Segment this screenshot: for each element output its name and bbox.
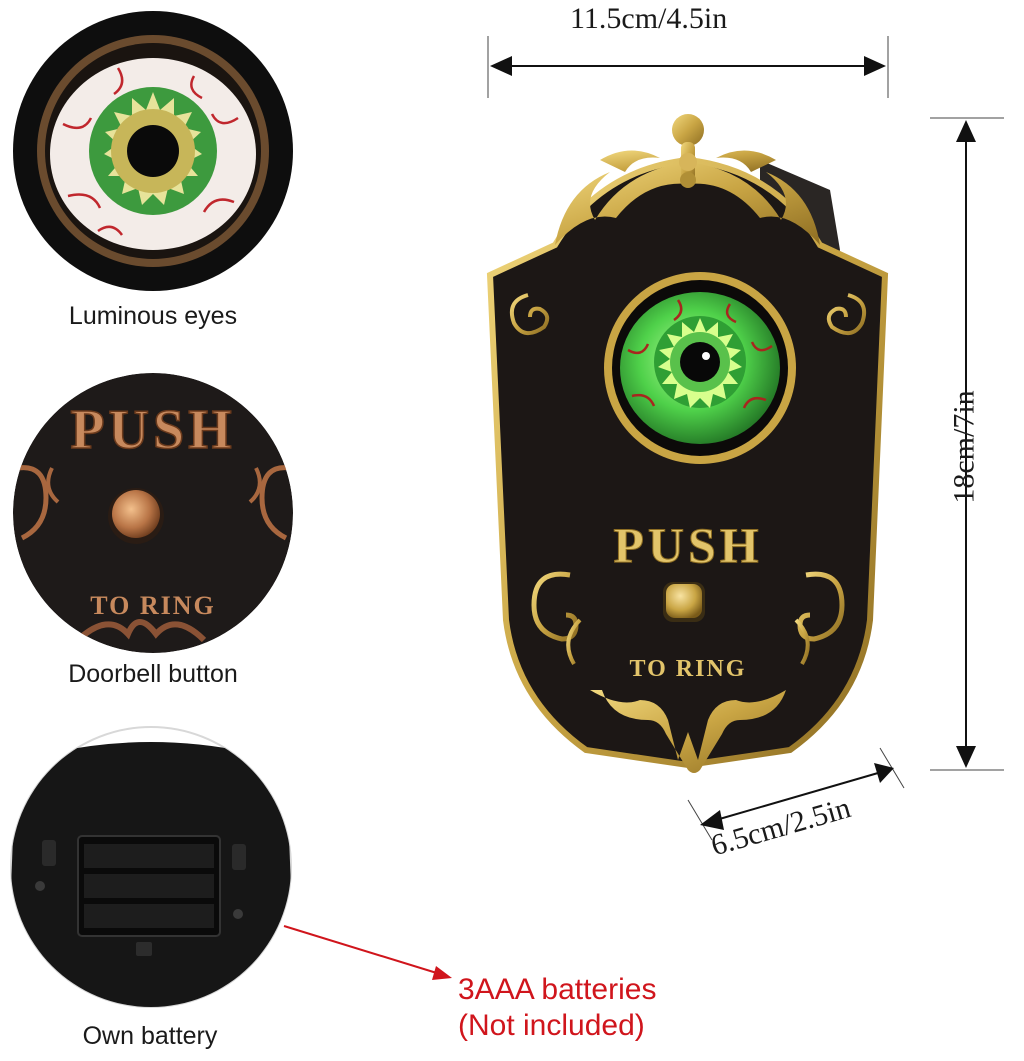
doorbell-push-button[interactable]: [663, 582, 705, 622]
height-dimension-label: 18cm/7in: [947, 390, 981, 504]
doorbell-button-detail: [13, 373, 293, 653]
luminous-eye-detail: [13, 11, 293, 291]
hanging-knob: [672, 114, 704, 188]
own-battery-caption: Own battery: [82, 1022, 218, 1050]
battery-note-line1: 3AAA batteries: [458, 973, 657, 1006]
doorbell-product: [486, 114, 889, 773]
doorbell-button-caption: Doorbell button: [68, 660, 238, 688]
battery-detail: [10, 726, 292, 1008]
battery-note: 3AAA batteries (Not included): [458, 972, 758, 1044]
bottom-ornament: [590, 690, 786, 773]
doorbell-button-icon: [13, 373, 293, 653]
battery-compartment-icon: [10, 726, 292, 1008]
luminous-eye-icon: [13, 11, 293, 291]
depth-dimension-label: 6.5cm/2.5in: [707, 791, 855, 863]
battery-note-line2: (Not included): [458, 1009, 645, 1042]
luminous-eyes-caption: Luminous eyes: [68, 302, 238, 330]
width-dimension-label: 11.5cm/4.5in: [570, 2, 728, 35]
glowing-eye: [604, 272, 796, 464]
